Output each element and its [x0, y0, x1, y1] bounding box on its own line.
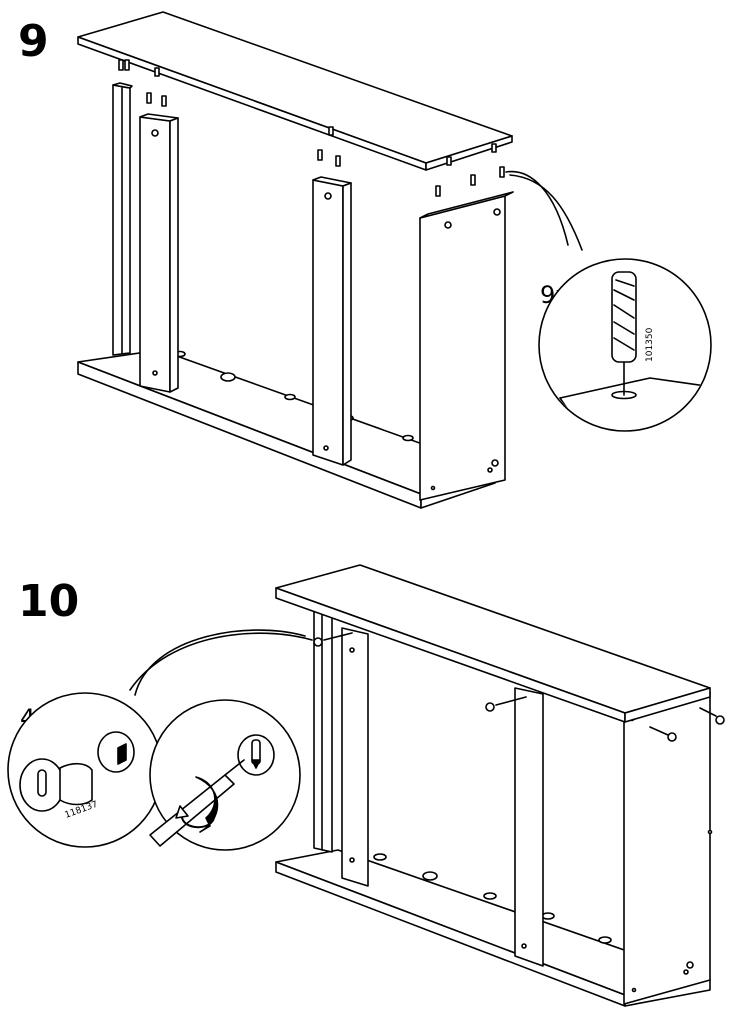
leader-line — [129, 632, 313, 691]
divider-panel — [341, 627, 369, 887]
bottom-panel — [275, 849, 711, 1007]
dowel-detail-callout: 101350 — [538, 258, 712, 432]
part-code: 101350 — [645, 327, 655, 362]
tightening-detail-callout — [149, 699, 301, 851]
dowel-icon — [611, 271, 637, 363]
right-side-panel — [419, 191, 514, 501]
step-number: 9 — [18, 16, 49, 67]
cam-lock-detail-callout: 118137 — [7, 692, 163, 848]
divider-panel — [312, 176, 352, 466]
divider-panel — [139, 113, 179, 393]
leader-line — [509, 174, 583, 251]
step-number: 10 — [18, 576, 80, 627]
left-side-panel — [112, 82, 133, 356]
step10-diagram: 118137 — [7, 564, 725, 1007]
cam-lock-icon — [19, 731, 135, 812]
rotate-clockwise-icon — [175, 776, 219, 833]
divider-panel — [514, 687, 544, 967]
dowel-icon — [118, 59, 505, 197]
top-panel — [275, 564, 711, 723]
left-side-panel — [313, 597, 333, 853]
screwdriver-icon — [149, 759, 245, 847]
step9-diagram: 101350 — [77, 11, 712, 509]
cam-lock-icon — [313, 632, 725, 742]
